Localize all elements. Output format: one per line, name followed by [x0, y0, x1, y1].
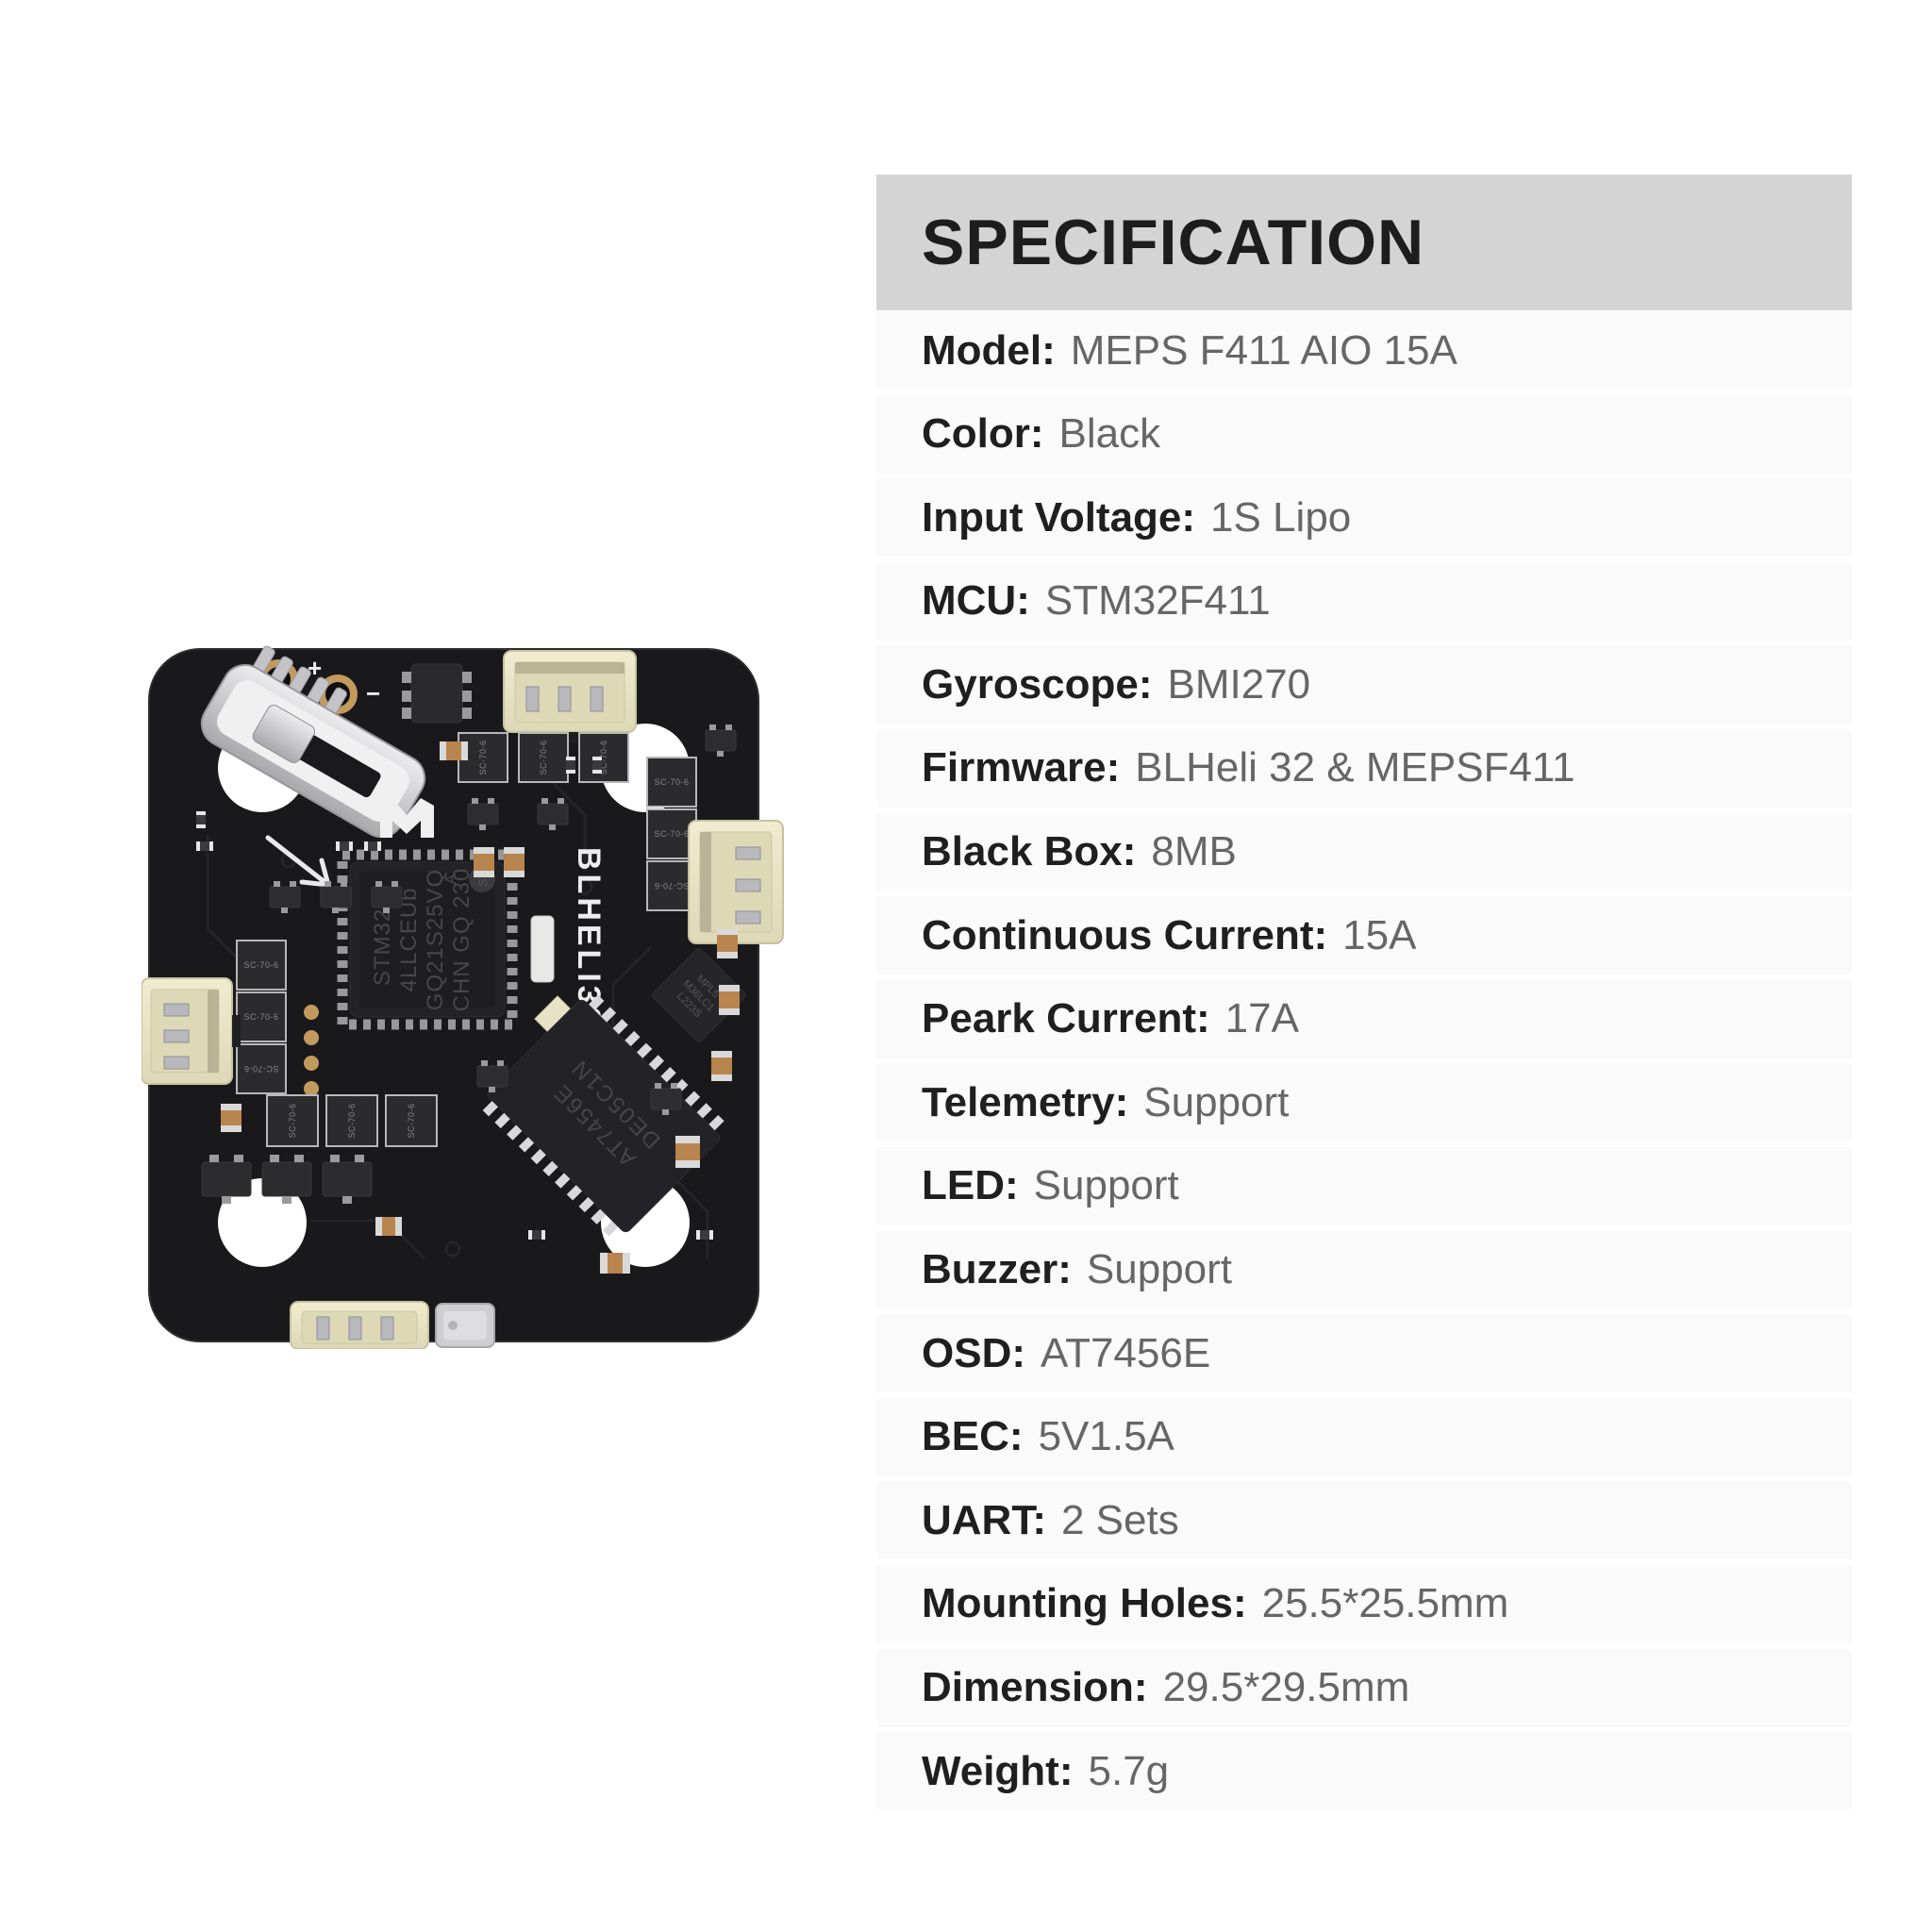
- spec-label: Color:: [922, 410, 1044, 458]
- svg-text:SC-70-6: SC-70-6: [599, 740, 608, 774]
- spec-header: SPECIFICATION: [876, 175, 1852, 310]
- spec-label: Gyroscope:: [922, 660, 1153, 708]
- capacitors: [221, 741, 740, 1274]
- spec-row: Dimension: 29.5*29.5mm: [876, 1648, 1852, 1727]
- spec-value: BMI270: [1167, 660, 1311, 708]
- svg-text:SC-70-6: SC-70-6: [478, 740, 488, 774]
- svg-text:SC-70-6: SC-70-6: [243, 1064, 278, 1074]
- power-switch: [200, 645, 426, 839]
- spec-value: 25.5*25.5mm: [1261, 1580, 1509, 1627]
- osd-chip: AT7456E DE05C1N: [482, 994, 725, 1238]
- spec-value: 5.7g: [1088, 1747, 1170, 1794]
- jst-connector-bottom: [290, 1301, 429, 1349]
- pcb-board-graphic: + − STM32F: [142, 645, 784, 1349]
- spec-label: Telemetry:: [922, 1078, 1129, 1125]
- spec-value: Support: [1033, 1162, 1179, 1209]
- spec-row: LED: Support: [876, 1146, 1852, 1225]
- spec-row: BEC: 5V1.5A: [876, 1397, 1852, 1476]
- svg-text:SC-70-6: SC-70-6: [407, 1103, 416, 1138]
- spec-row: Buzzer: Support: [876, 1230, 1852, 1309]
- svg-text:SC-70-6: SC-70-6: [243, 1012, 278, 1022]
- small-transistors: [269, 724, 737, 1115]
- spec-value: Black: [1058, 410, 1161, 458]
- spec-label: Peark Current:: [922, 995, 1210, 1042]
- spec-row: Peark Current: 17A: [876, 979, 1852, 1058]
- spec-value: 1S Lipo: [1210, 493, 1352, 541]
- mcu-chip: STM32F 4LLCEUb GQ21S25VQ CHN GQ 230 ST A: [337, 849, 518, 1030]
- spec-label: LED:: [922, 1162, 1019, 1209]
- mcu-grade: A: [443, 874, 459, 884]
- svg-text:SC-70-6: SC-70-6: [654, 881, 689, 891]
- spec-value: 17A: [1224, 995, 1299, 1042]
- spec-label: Continuous Current:: [922, 911, 1328, 958]
- spec-label: Black Box:: [922, 828, 1137, 875]
- plus-mark: +: [308, 654, 322, 682]
- spec-label: Buzzer:: [922, 1246, 1072, 1293]
- spec-label: Mounting Holes:: [922, 1580, 1247, 1627]
- spec-table: Model: MEPS F411 AIO 15A Color: Black Inpu…: [876, 311, 1852, 1811]
- spec-value: 5V1.5A: [1038, 1413, 1174, 1460]
- svg-text:SC-70-6: SC-70-6: [288, 1103, 297, 1138]
- spec-value: 15A: [1342, 911, 1417, 958]
- spec-panel: SPECIFICATION Model: MEPS F411 AIO 15A Co…: [876, 175, 1852, 1816]
- spec-value: Support: [1086, 1246, 1233, 1293]
- spec-row: UART: 2 Sets: [876, 1481, 1852, 1560]
- svg-text:SC-70-6: SC-70-6: [539, 740, 548, 774]
- spec-label: OSD:: [922, 1329, 1025, 1376]
- jst-connector-top: [503, 650, 637, 743]
- spec-label: MCU:: [922, 577, 1030, 625]
- spec-value: AT7456E: [1041, 1329, 1211, 1376]
- spec-value: MEPS F411 AIO 15A: [1070, 326, 1457, 374]
- gyroscope-chip: MPL5 M36LC1 L223S: [652, 948, 746, 1042]
- spec-row: Model: MEPS F411 AIO 15A: [876, 311, 1852, 390]
- jst-connector-left: [142, 977, 241, 1085]
- arrow-logo: [265, 835, 331, 888]
- spec-row: Weight: 5.7g: [876, 1732, 1852, 1811]
- svg-text:SC-70-6: SC-70-6: [347, 1103, 357, 1138]
- svg-text:SC-70-6: SC-70-6: [243, 960, 278, 970]
- mcu-marking-line4: CHN GQ 230: [449, 868, 475, 1012]
- spec-value: 2 Sets: [1060, 1496, 1179, 1543]
- spec-value: BLHeli 32 & MEPSF411: [1135, 744, 1575, 791]
- mcu-marking-line3: GQ21S25VQ: [423, 869, 448, 1010]
- minus-mark: −: [366, 679, 380, 708]
- spec-row: Telemetry: Support: [876, 1063, 1852, 1142]
- spec-value: STM32F411: [1044, 577, 1271, 625]
- spec-label: Dimension:: [922, 1664, 1148, 1710]
- crystal-oscillator: [530, 915, 555, 983]
- spec-label: UART:: [922, 1496, 1046, 1543]
- jst-connector-right: [688, 820, 784, 944]
- pcb-product-image: + − STM32F: [142, 645, 808, 1349]
- spec-row: Gyroscope: BMI270: [876, 645, 1852, 724]
- spec-row: Input Voltage: 1S Lipo: [876, 478, 1852, 558]
- spec-row: OSD: AT7456E: [876, 1314, 1852, 1393]
- svg-text:SC-70-6: SC-70-6: [654, 829, 689, 839]
- spec-value: Support: [1143, 1078, 1290, 1125]
- spec-label: Input Voltage:: [922, 493, 1196, 541]
- spec-row: Color: Black: [876, 394, 1852, 474]
- mcu-marking-line1: STM32F: [370, 893, 395, 986]
- resistors: [196, 757, 713, 1240]
- spec-label: Firmware:: [922, 744, 1121, 791]
- spec-value: 29.5*29.5mm: [1162, 1664, 1410, 1710]
- spec-row: Black Box: 8MB: [876, 812, 1852, 891]
- mosfet-chips: SC-70-6 SC-70-6 SC-70-6 SC-70-6 SC-70-6 …: [236, 732, 697, 1147]
- gold-vias: [304, 1005, 319, 1096]
- meps-logo: [380, 798, 434, 838]
- spec-label: BEC:: [922, 1413, 1024, 1460]
- spec-label: Weight:: [922, 1747, 1074, 1794]
- spec-row: Firmware: BLHeli 32 & MEPSF411: [876, 728, 1852, 808]
- spec-value: 8MB: [1151, 828, 1237, 875]
- spec-row: MCU: STM32F411: [876, 561, 1852, 641]
- spec-row: Mounting Holes: 25.5*25.5mm: [876, 1564, 1852, 1643]
- driver-transistors: [201, 1155, 373, 1204]
- page-title: SPECIFICATION: [922, 207, 1425, 278]
- voltage-regulator-chip: [402, 663, 472, 724]
- barometer-module: [435, 1303, 495, 1348]
- spec-row: Continuous Current: 15A: [876, 896, 1852, 975]
- svg-text:SC-70-6: SC-70-6: [654, 777, 689, 787]
- spec-label: Model:: [922, 326, 1056, 374]
